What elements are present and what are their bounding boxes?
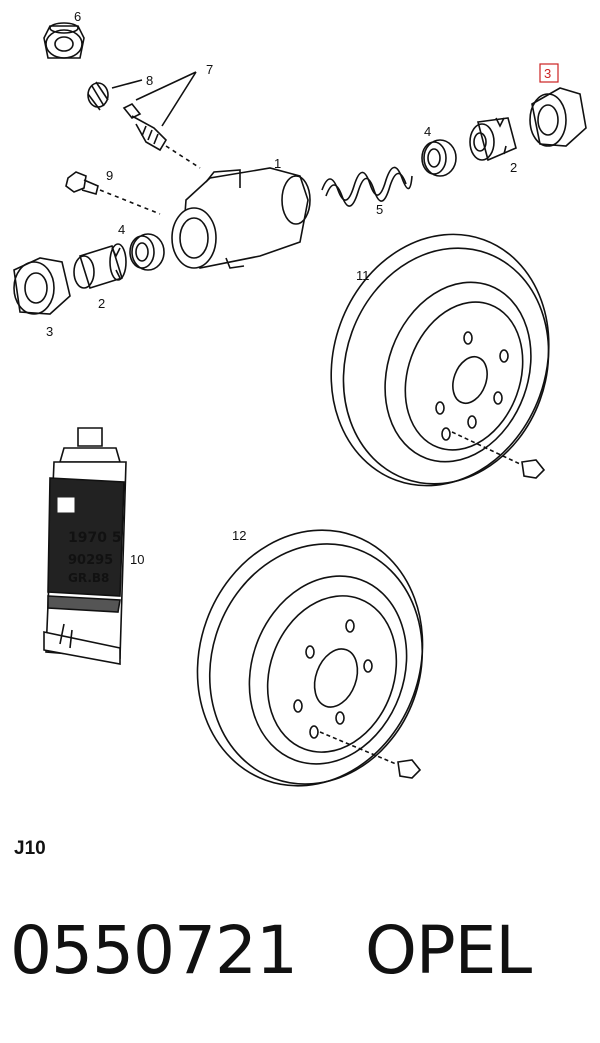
callout-2-left: 2 xyxy=(98,296,105,311)
footer-caption: 0550721 OPEL xyxy=(10,912,532,989)
callout-5: 5 xyxy=(376,202,383,217)
callout-4-right: 4 xyxy=(424,124,431,139)
callout-3-highlight-box xyxy=(539,63,559,83)
exploded-parts-diagram: 1970 5 90295 GR.B8 6 8 7 9 1 5 4 2 3 4 2… xyxy=(13,9,587,787)
part-10-grease-tube xyxy=(43,427,127,665)
callout-12: 12 xyxy=(232,528,246,543)
part-11-brake-drum xyxy=(330,233,550,487)
tube-label: 1970 5 90295 GR.B8 xyxy=(57,497,122,585)
callout-10: 10 xyxy=(130,552,144,567)
part-4-cup-right xyxy=(421,139,457,177)
part-4-cup-left xyxy=(129,233,165,271)
callout-2-right: 2 xyxy=(510,160,517,175)
part-12-brake-drum xyxy=(196,529,424,787)
section-code: J10 xyxy=(14,838,46,859)
callout-6: 6 xyxy=(74,9,81,24)
part-3-boot-right xyxy=(529,87,587,147)
part-number: 0550721 xyxy=(10,912,298,989)
part-6-dust-cap xyxy=(43,22,85,59)
part-1-wheel-cylinder xyxy=(171,167,311,269)
callout-8: 8 xyxy=(146,73,153,88)
tube-label-line2: 90295 xyxy=(68,553,113,568)
brand-name: OPEL xyxy=(364,912,532,989)
callout-3-right-highlighted: 3 xyxy=(544,66,551,81)
part-5-spring xyxy=(321,166,413,207)
part-2-piston-left xyxy=(73,243,127,290)
callout-1: 1 xyxy=(274,156,281,171)
callout-9: 9 xyxy=(106,168,113,183)
part-8-bleeder-cap xyxy=(87,81,109,111)
tube-label-line3: GR.B8 xyxy=(68,571,109,585)
callout-7: 7 xyxy=(206,62,213,77)
tube-label-line1: 1970 5 xyxy=(68,530,122,546)
callout-3-left: 3 xyxy=(46,324,53,339)
callout-11: 11 xyxy=(356,268,370,283)
part-9-bolt xyxy=(65,171,161,215)
callout-4-left: 4 xyxy=(118,222,125,237)
part-7-bleeder-screw xyxy=(122,102,201,169)
part-2-piston-right xyxy=(469,117,517,162)
part-3-boot-left xyxy=(13,257,71,315)
